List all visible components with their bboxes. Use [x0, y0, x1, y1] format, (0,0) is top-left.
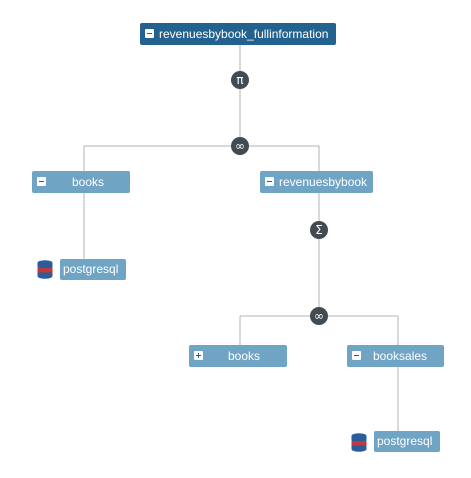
node-revenuesbybook-label: revenuesbybook: [279, 175, 368, 189]
join-operator-icon[interactable]: ∞: [231, 137, 249, 155]
plus-toggle-icon[interactable]: [194, 351, 203, 360]
root-node[interactable]: revenuesbybook_fullinformation: [140, 23, 336, 45]
node-books-label: books: [72, 175, 105, 189]
database-icon: [351, 433, 367, 452]
inner-join-operator-icon[interactable]: ∞: [310, 307, 328, 325]
node-books-inner-label: books: [228, 349, 261, 363]
source-postgresql-right[interactable]: postgresql: [374, 431, 440, 452]
projection-operator-icon[interactable]: π: [231, 71, 249, 89]
database-icon: [37, 260, 53, 279]
node-booksales[interactable]: booksales: [347, 345, 444, 367]
minus-toggle-icon[interactable]: [37, 177, 46, 186]
source-postgresql-left[interactable]: postgresql: [60, 259, 126, 280]
minus-toggle-icon[interactable]: [265, 177, 274, 186]
node-books-inner[interactable]: books: [189, 345, 287, 367]
minus-toggle-icon[interactable]: [352, 351, 361, 360]
node-books[interactable]: books: [32, 171, 130, 193]
node-revenuesbybook[interactable]: revenuesbybook: [260, 171, 373, 193]
minus-toggle-icon[interactable]: [145, 29, 154, 38]
aggregate-operator-icon[interactable]: Σ: [310, 221, 328, 239]
node-booksales-label: booksales: [373, 349, 428, 363]
root-node-label: revenuesbybook_fullinformation: [159, 27, 329, 41]
